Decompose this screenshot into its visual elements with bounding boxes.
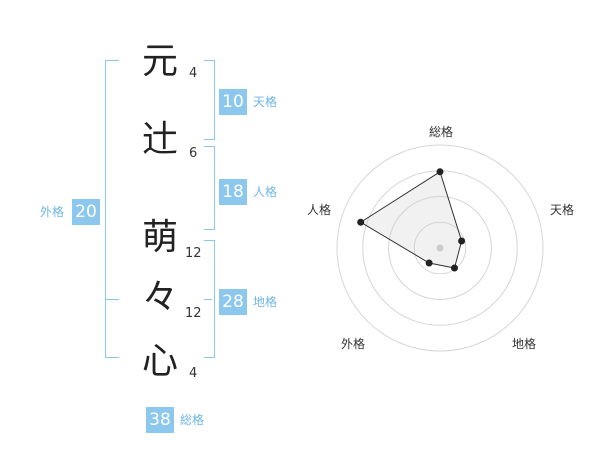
radar-point-4: [425, 259, 433, 267]
radar-point-3: [451, 264, 458, 272]
stroke-count-3: 12: [185, 246, 202, 261]
soukaku-label: 総格: [180, 413, 205, 427]
soukaku-value-badge: 38: [146, 407, 174, 433]
chikaku-bracket-mid: [204, 299, 212, 300]
chikaku-value-badge: 28: [219, 289, 247, 315]
gaikaku-bracket: [105, 60, 119, 358]
stroke-count-2: 6: [189, 146, 198, 161]
radar-axis-label-soukaku: 総格: [429, 125, 454, 139]
name-char-2: 辻: [141, 119, 178, 160]
gaikaku-bracket-mid: [105, 299, 119, 300]
radar-center-dot: [436, 244, 444, 252]
name-char-4: 々: [141, 277, 178, 318]
radar-series-polygon: [359, 171, 463, 269]
radar-point-1: [436, 168, 444, 176]
gaikaku-value-badge: 20: [72, 199, 100, 225]
tenkaku-value-badge: 10: [219, 89, 247, 115]
stroke-count-4: 12: [185, 306, 202, 321]
chikaku-bracket: [204, 240, 215, 358]
radar-ring-2: [388, 196, 492, 300]
radar-point-5: [357, 218, 365, 226]
radar-axis-label-jinkaku: 人格: [307, 203, 332, 217]
stroke-count-5: 4: [189, 366, 198, 381]
name-char-5: 心: [141, 341, 178, 382]
gaikaku-label: 外格: [40, 205, 65, 219]
jinkaku-label: 人格: [253, 185, 278, 199]
radar-axis-label-tenkaku: 天格: [550, 203, 575, 217]
radar-ring-4: [336, 144, 544, 352]
tenkaku-label: 天格: [253, 95, 278, 109]
radar-axis-label-gaikaku: 外格: [341, 337, 366, 351]
name-char-1: 元: [141, 41, 178, 82]
jinkaku-value-badge: 18: [219, 179, 247, 205]
stroke-count-1: 4: [189, 66, 198, 81]
radar-point-2: [458, 237, 466, 245]
name-char-3: 萌: [141, 217, 178, 258]
radar-ring-1: [413, 221, 467, 275]
chikaku-label: 地格: [253, 295, 278, 309]
jinkaku-bracket: [204, 146, 215, 230]
radar-axis-label-chikaku: 地格: [512, 337, 537, 351]
tenkaku-bracket: [204, 60, 215, 140]
